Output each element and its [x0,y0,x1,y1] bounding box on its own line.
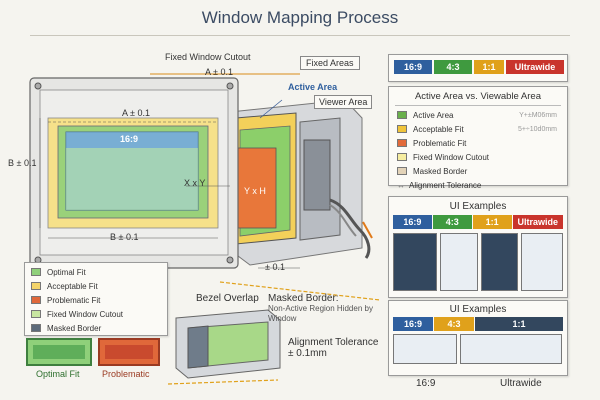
alignment-tolerance-value: ± 0.1mm [288,348,327,359]
ratio-chip-1-1: 1:1 [474,60,504,74]
ui-tab-ultrawide: Ultrawide [512,215,564,229]
legend-swatch [397,153,407,161]
legend-item-acceptable-fit-left: Acceptable Fit [31,279,167,293]
ui-tab-1-1: 1:1 [472,215,512,229]
ratio-chip-ultrawide: Ultrawide [506,60,564,74]
ui-thumb-chart [480,233,519,291]
ui-examples-panel-2: UI Examples 16:9 4:3 1:1 [388,300,568,376]
fixed-window-cutout-label: Fixed Window Cutout [165,52,251,62]
ratio-chip-16-9: 16:9 [394,60,432,74]
ui-tab-4-3: 4:3 [432,215,472,229]
legend-swatch [31,268,41,276]
arrow-icon: ↔ [397,180,405,190]
legend-item-problematic-fit-left: Problematic Fit [31,293,167,307]
optimal-fit-caption: Optimal Fit [36,369,80,379]
legend-item-fixed-window-cutout: Fixed Window Cutout [397,150,567,164]
legend-item-masked-border-left: Masked Border [31,321,167,335]
title-divider [30,35,570,36]
ui-thumb-ultrawide-chart [460,334,562,364]
fixed-areas-tag: Fixed Areas [300,56,360,70]
ui-tab-16-9-b: 16:9 [393,317,433,331]
dimension-a-inner: A ± 0.1 [122,108,150,118]
page-title: Window Mapping Process [201,8,399,27]
ui-thumb-dashboard [393,233,437,291]
legend-heading: Active Area vs. Viewable Area [414,91,542,102]
optimal-fit-sample [26,338,92,366]
ui-footer-ultrawide: Ultrawide [500,378,542,389]
ui-tab-4-3-b: 4:3 [434,317,474,331]
ui-thumb-list [393,334,457,364]
ui-footer-16-9: 16:9 [416,378,436,389]
dimension-b-left: B ± 0.1 [8,158,37,168]
ui-tab-1-1-b: 1:1 [475,317,563,331]
legend-swatch [31,282,41,290]
legend-swatch [397,167,407,175]
viewer-area-tag: Viewer Area [314,95,373,109]
bezel-overlap-label: Bezel Overlap [196,293,259,304]
ui-examples-panel-1: UI Examples 16:9 4:3 1:1 Ultrawide [388,196,568,298]
ui-examples-heading-1: UI Examples [449,201,507,212]
active-vs-viewable-legend: Active Area vs. Viewable Area Active Are… [388,86,568,190]
tolerance-bottom: ± 0.1 [265,262,285,272]
legend-swatch [397,125,407,133]
masked-border-callout: Masked Border: Non-Active Region Hidden … [268,293,380,324]
ui-tab-16-9: 16:9 [393,215,432,229]
legend-item-optimal-fit: Optimal Fit [31,265,167,279]
fit-legend: Optimal Fit Acceptable Fit Problematic F… [24,262,168,336]
masked-border-title: Masked Border: [268,293,339,304]
dimension-a-top: A ± 0.1 [205,67,233,77]
legend-swatch [397,139,407,147]
dimension-yx: Y x H [244,186,266,196]
legend-swatch [31,310,41,318]
legend-item-problematic-fit: Problematic Fit [397,136,567,150]
active-area-label: Active Area [288,82,338,92]
legend-item-masked-border: Masked Border [397,164,567,178]
ui-thumb-grid [439,233,478,291]
legend-swatch [397,111,407,119]
problematic-fit-caption: Problematic [102,369,150,379]
legend-item-fixed-window-cutout-left: Fixed Window Cutout [31,307,167,321]
ratio-strip: 16:9 4:3 1:1 Ultrawide [388,54,568,82]
legend-swatch [31,296,41,304]
legend-item-alignment-tolerance: ↔Alignment Tolerance [397,180,482,190]
masked-border-desc: Non-Active Region Hidden by Window [268,304,373,323]
problematic-fit-sample [98,338,160,366]
ratio-chip-4-3: 4:3 [434,60,472,74]
ui-examples-heading-2: UI Examples [449,304,507,315]
alignment-tolerance-callout: Alignment Tolerance ± 0.1mm [288,337,384,359]
ui-thumb-wide [521,233,563,291]
bezel-cross-section [168,309,281,385]
dimension-xy: X x Y [184,178,206,188]
legend-swatch [31,324,41,332]
dimension-b-bottom: B ± 0.1 [110,232,139,242]
alignment-tolerance-title: Alignment Tolerance [288,337,379,348]
ratio-16-9-label: 16:9 [120,134,139,144]
